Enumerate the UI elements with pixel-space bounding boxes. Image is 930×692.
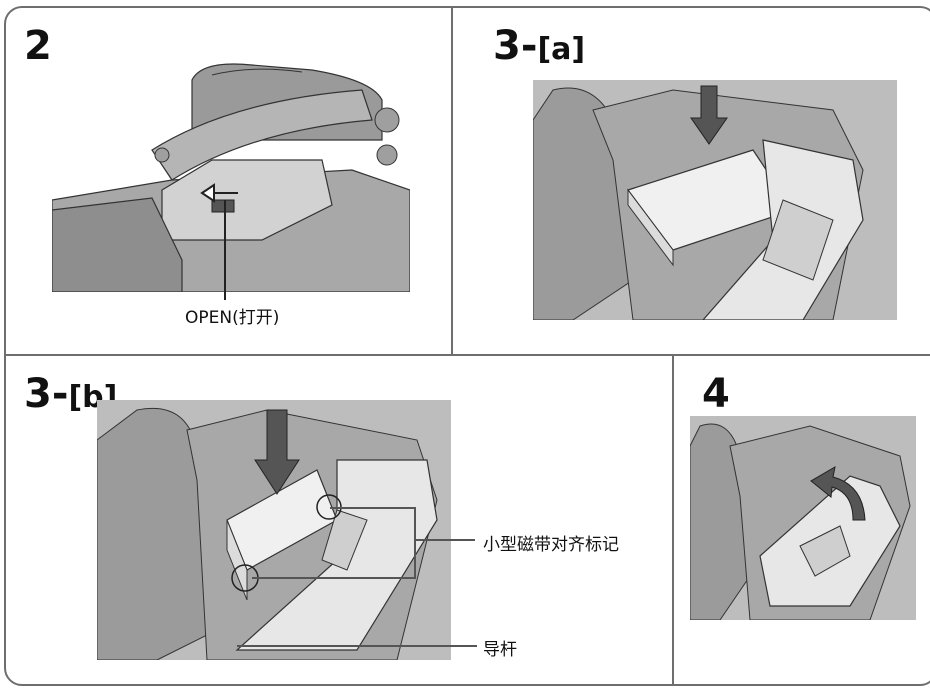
- curved-arrow-icon: [810, 466, 866, 521]
- page-frame: [4, 6, 930, 686]
- step-2-number: 2: [24, 23, 52, 69]
- camera-photo-close: [690, 416, 916, 620]
- open-label: OPEN(打开): [185, 308, 280, 328]
- guide-label: 导杆: [483, 640, 517, 660]
- alignment-mark-label: 小型磁带对齐标记: [483, 535, 619, 555]
- camera-photo-insert-a: [533, 80, 897, 320]
- step-4-number: 4: [702, 371, 730, 417]
- guide-leader-line: [237, 645, 477, 647]
- alignment-callout-lines: [252, 507, 475, 579]
- vertical-divider-bottom: [672, 355, 674, 686]
- open-leader-line: [224, 200, 226, 300]
- down-arrow-icon: [254, 409, 300, 495]
- horizontal-divider: [4, 354, 930, 356]
- down-arrow-icon: [690, 85, 728, 145]
- vertical-divider-top: [451, 8, 453, 355]
- step-3a-number: 3-[a]: [493, 23, 586, 69]
- camera-photo-open: [52, 60, 410, 292]
- left-arrow-icon: [200, 183, 238, 203]
